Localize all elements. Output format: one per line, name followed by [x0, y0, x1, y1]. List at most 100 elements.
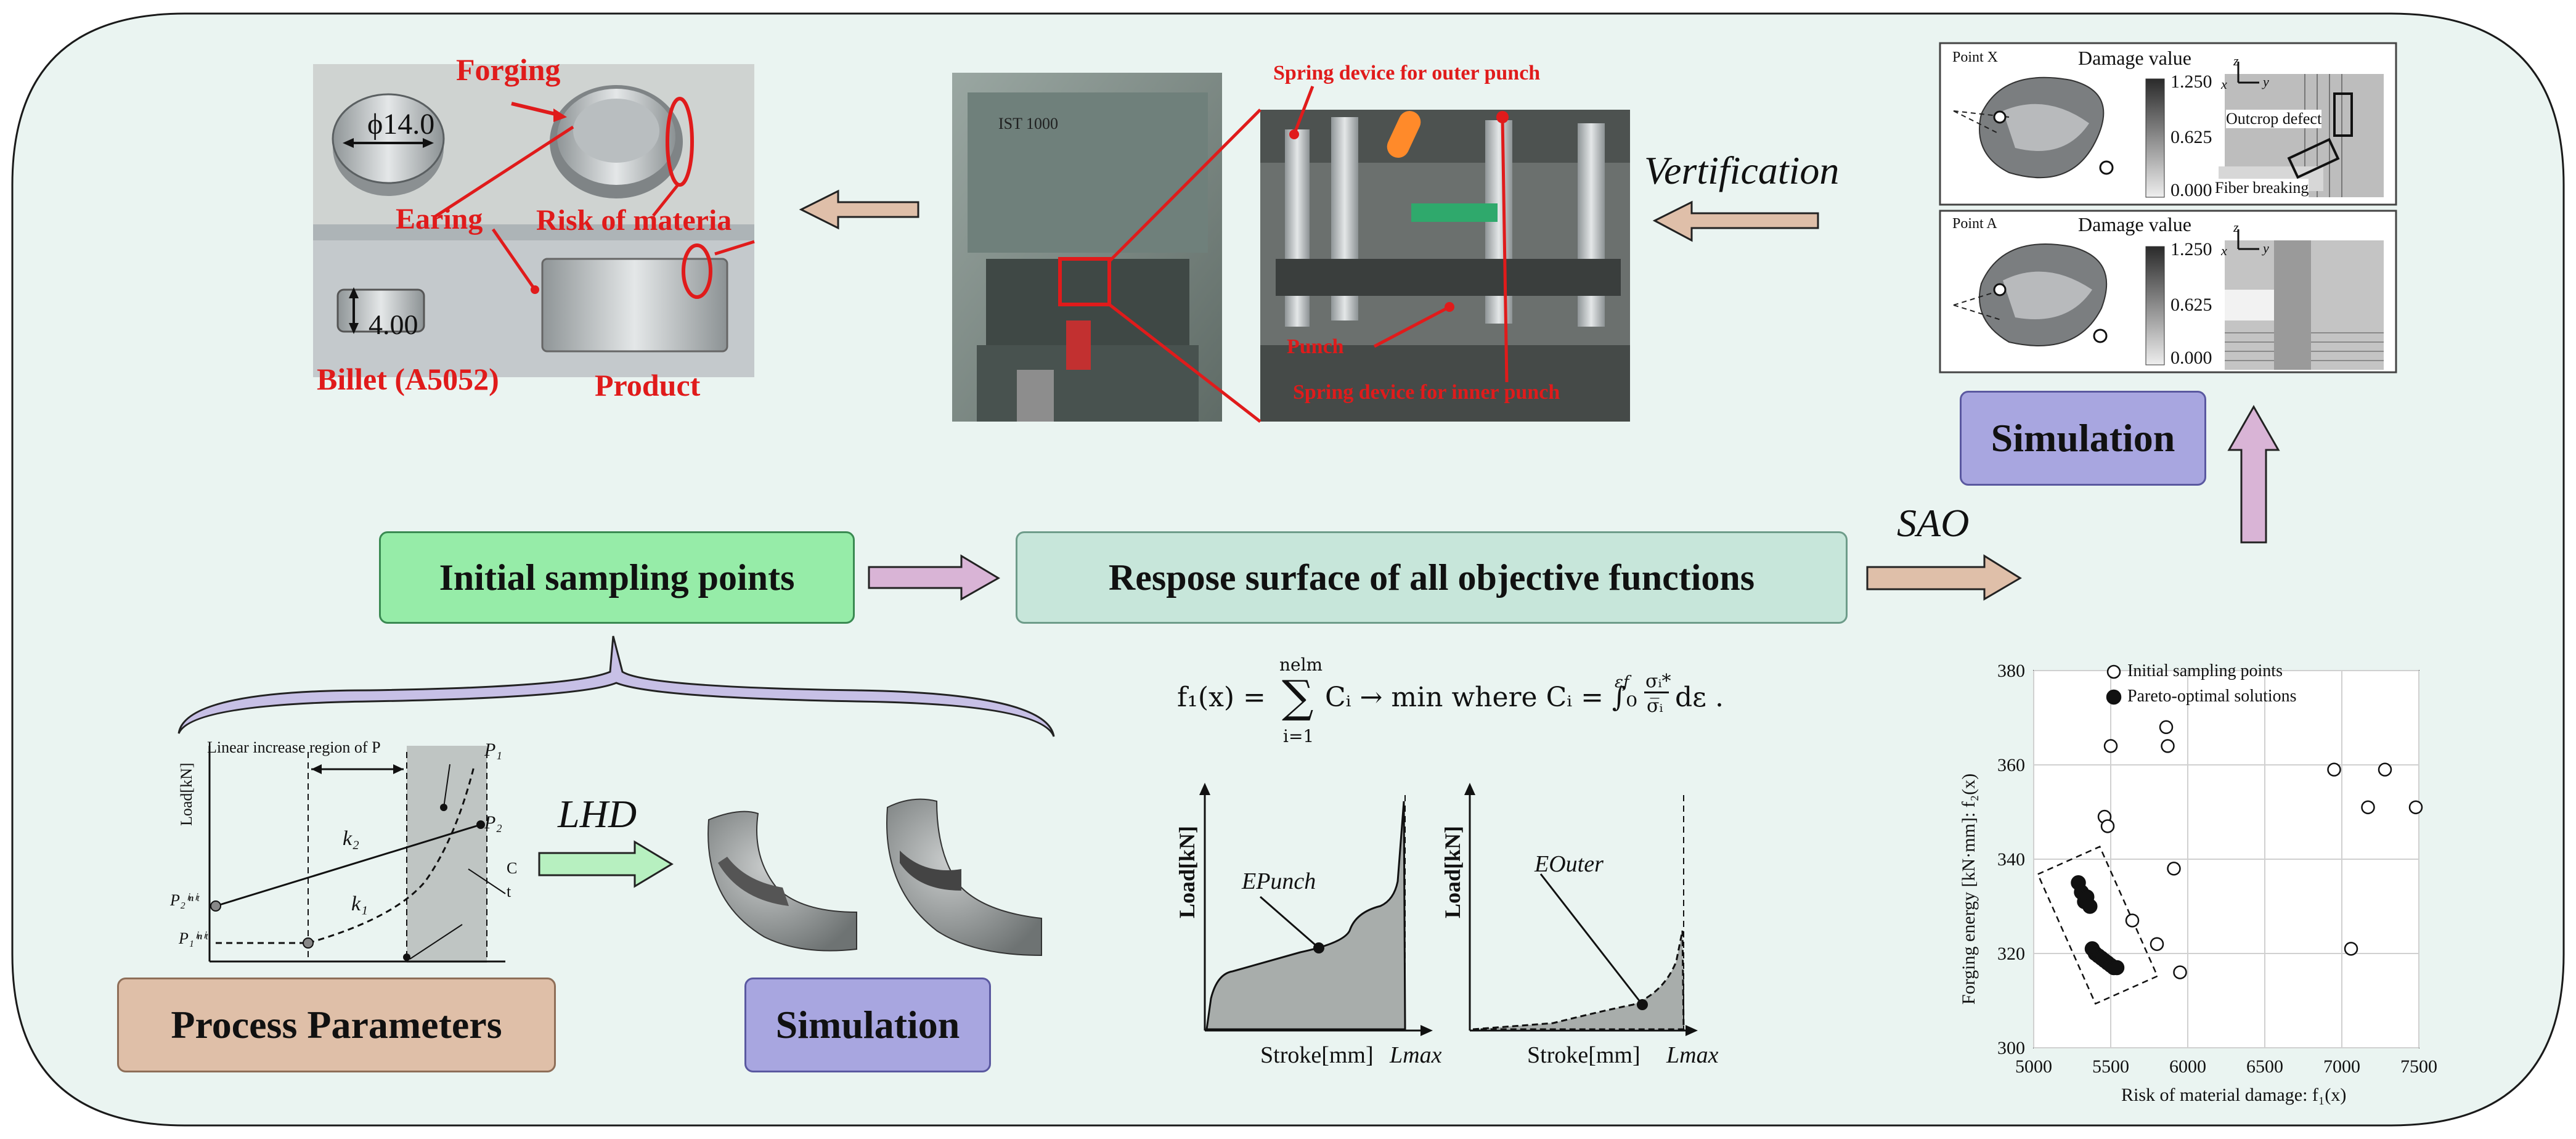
process-parameter-plot	[208, 746, 506, 963]
cut-label-c: C	[507, 859, 518, 877]
simulation-top-box[interactable]: Simulation	[1960, 391, 2206, 486]
billet-label: Billet (A5052)	[317, 362, 499, 396]
energy-chart-outer	[1464, 783, 1698, 1036]
verification-label: Vertification	[1644, 149, 1840, 192]
y-tick-label: 320	[1997, 944, 2025, 964]
panel-x-title: Damage value	[2078, 47, 2191, 69]
forging-label: Forging	[456, 52, 561, 87]
x-tick-label: 6000	[2169, 1056, 2206, 1077]
panel-x-axis-z: z	[2233, 53, 2239, 68]
y-tick-label: 340	[1997, 849, 2025, 870]
initial-sampling-point	[2344, 942, 2358, 956]
initial-sampling-point	[2327, 762, 2341, 777]
formula-tail: dε .	[1675, 682, 1724, 713]
earing-label: Earing	[396, 203, 483, 235]
panel-a-tick-high: 1.250	[2170, 239, 2212, 259]
arrow-verification	[1652, 200, 1819, 242]
panel-x-axis-y: y	[2263, 74, 2269, 89]
panel-a-axis-x: x	[2221, 243, 2227, 258]
pareto-enclosure	[2037, 846, 2159, 1005]
formula-sum-bottom: i=1	[1283, 726, 1314, 746]
formula-upper: εf	[1615, 673, 1629, 692]
panel-a-tick-low: 0.000	[2170, 348, 2212, 368]
panel-x-axis-x: x	[2221, 76, 2227, 92]
spring-inner-label: Spring device for inner punch	[1293, 381, 1560, 404]
initial-sampling-box[interactable]: Initial sampling points	[379, 531, 855, 624]
formula-sigma: ∑	[1282, 671, 1314, 722]
x-tick-label: 5500	[2092, 1056, 2129, 1077]
y-tick-label: 300	[1997, 1038, 2025, 1058]
k1-label: k₁	[351, 892, 368, 915]
initial-sampling-point	[2125, 913, 2140, 928]
punch-lmax: Lmax	[1390, 1042, 1442, 1068]
p1-label: P₁	[484, 740, 502, 760]
pareto-point	[2082, 899, 2098, 914]
formula-frac-top: σᵢ*	[1645, 671, 1671, 692]
initial-sampling-point	[2361, 800, 2375, 815]
punch-xlabel: Stroke[mm]	[1260, 1042, 1374, 1068]
formula-sum-top: nelm	[1279, 655, 1323, 675]
p2init-label: P₂ⁱⁿⁱᵗ	[170, 891, 199, 909]
damage-panel-x	[1939, 42, 2397, 206]
simulation-bottom-box[interactable]: Simulation	[744, 978, 991, 1072]
initial-sampling-point	[2408, 800, 2423, 815]
mesh-simulation-images	[707, 798, 1042, 957]
height-label: 4.00	[369, 309, 418, 340]
initial-sampling-point	[2161, 739, 2175, 753]
formula-body: Cᵢ → min where Cᵢ = ∫₀	[1325, 682, 1637, 713]
formula-lhs: f₁(x) =	[1177, 682, 1266, 713]
panel-a-axis-z: z	[2233, 219, 2239, 235]
legend-pareto-label: Pareto-optimal solutions	[2127, 687, 2297, 706]
arrow-sao	[1866, 554, 2022, 601]
objective-formula: f₁(x) = nelm ∑ i=1 Cᵢ → min where Cᵢ = ∫…	[1177, 653, 1732, 752]
x-tick-label: 7500	[2400, 1056, 2437, 1077]
region-label: Linear increase region of P	[207, 738, 381, 756]
panel-x-fiber: Fiber breaking	[2215, 179, 2309, 197]
press-brand-label: IST 1000	[998, 115, 1059, 133]
outer-area-label: EOuter	[1535, 851, 1604, 877]
panel-x-tick-mid: 0.625	[2170, 127, 2212, 147]
initial-sampling-point	[2173, 965, 2187, 979]
initial-sampling-point	[2150, 937, 2164, 951]
arrow-sampling-to-surface	[868, 554, 1000, 601]
curly-brace	[177, 635, 1055, 737]
outer-lmax: Lmax	[1666, 1042, 1719, 1068]
process-parameters-label: Process Parameters	[171, 1003, 502, 1047]
diameter-label: ϕ14.0	[367, 108, 435, 141]
punch-label: Punch	[1287, 335, 1344, 358]
panel-x-tick-high: 1.250	[2170, 71, 2212, 92]
scatter-xlabel: Risk of material damage: f₁(x)	[2121, 1085, 2347, 1105]
arrow-to-product	[799, 189, 919, 230]
cut-label-t: t	[507, 883, 512, 900]
pareto-point	[2109, 960, 2125, 976]
simulation-bottom-label: Simulation	[775, 1003, 960, 1047]
process-parameters-box[interactable]: Process Parameters	[117, 978, 556, 1072]
y-tick-label: 380	[1997, 661, 2025, 681]
k2-label: k₂	[343, 827, 359, 850]
scatter-ylabel: Forging energy [kN·mm]: f₂(x)	[1958, 773, 1979, 1005]
panel-a-title: Damage value	[2078, 213, 2191, 235]
outer-ylabel: Load[kN]	[1440, 825, 1465, 918]
initial-sampling-label: Initial sampling points	[439, 557, 795, 598]
punch-area-label: EPunch	[1242, 868, 1316, 894]
x-tick-label: 7000	[2323, 1056, 2360, 1077]
initial-sampling-point	[2378, 762, 2392, 777]
process-ylabel: Load[kN]	[177, 762, 195, 826]
outer-xlabel: Stroke[mm]	[1527, 1042, 1641, 1068]
panel-x-tick-low: 0.000	[2170, 180, 2212, 200]
p1init-label: P₁ⁱⁿⁱᵗ	[179, 929, 208, 947]
response-surface-box[interactable]: Respose surface of all objective functio…	[1016, 531, 1848, 624]
initial-sampling-point	[2159, 720, 2174, 735]
simulation-top-label: Simulation	[1991, 416, 2175, 460]
initial-sampling-point	[2103, 739, 2118, 753]
damage-panel-a	[1939, 210, 2397, 374]
legend-pareto-marker	[2106, 689, 2122, 705]
panel-a-axis-y: y	[2263, 240, 2269, 256]
product-label: Product	[595, 368, 701, 402]
formula-frac-bar	[1644, 692, 1669, 693]
punch-ylabel: Load[kN]	[1175, 825, 1199, 918]
risk-label: Risk of materia	[536, 204, 732, 237]
panel-a-tick-mid: 0.625	[2170, 295, 2212, 315]
